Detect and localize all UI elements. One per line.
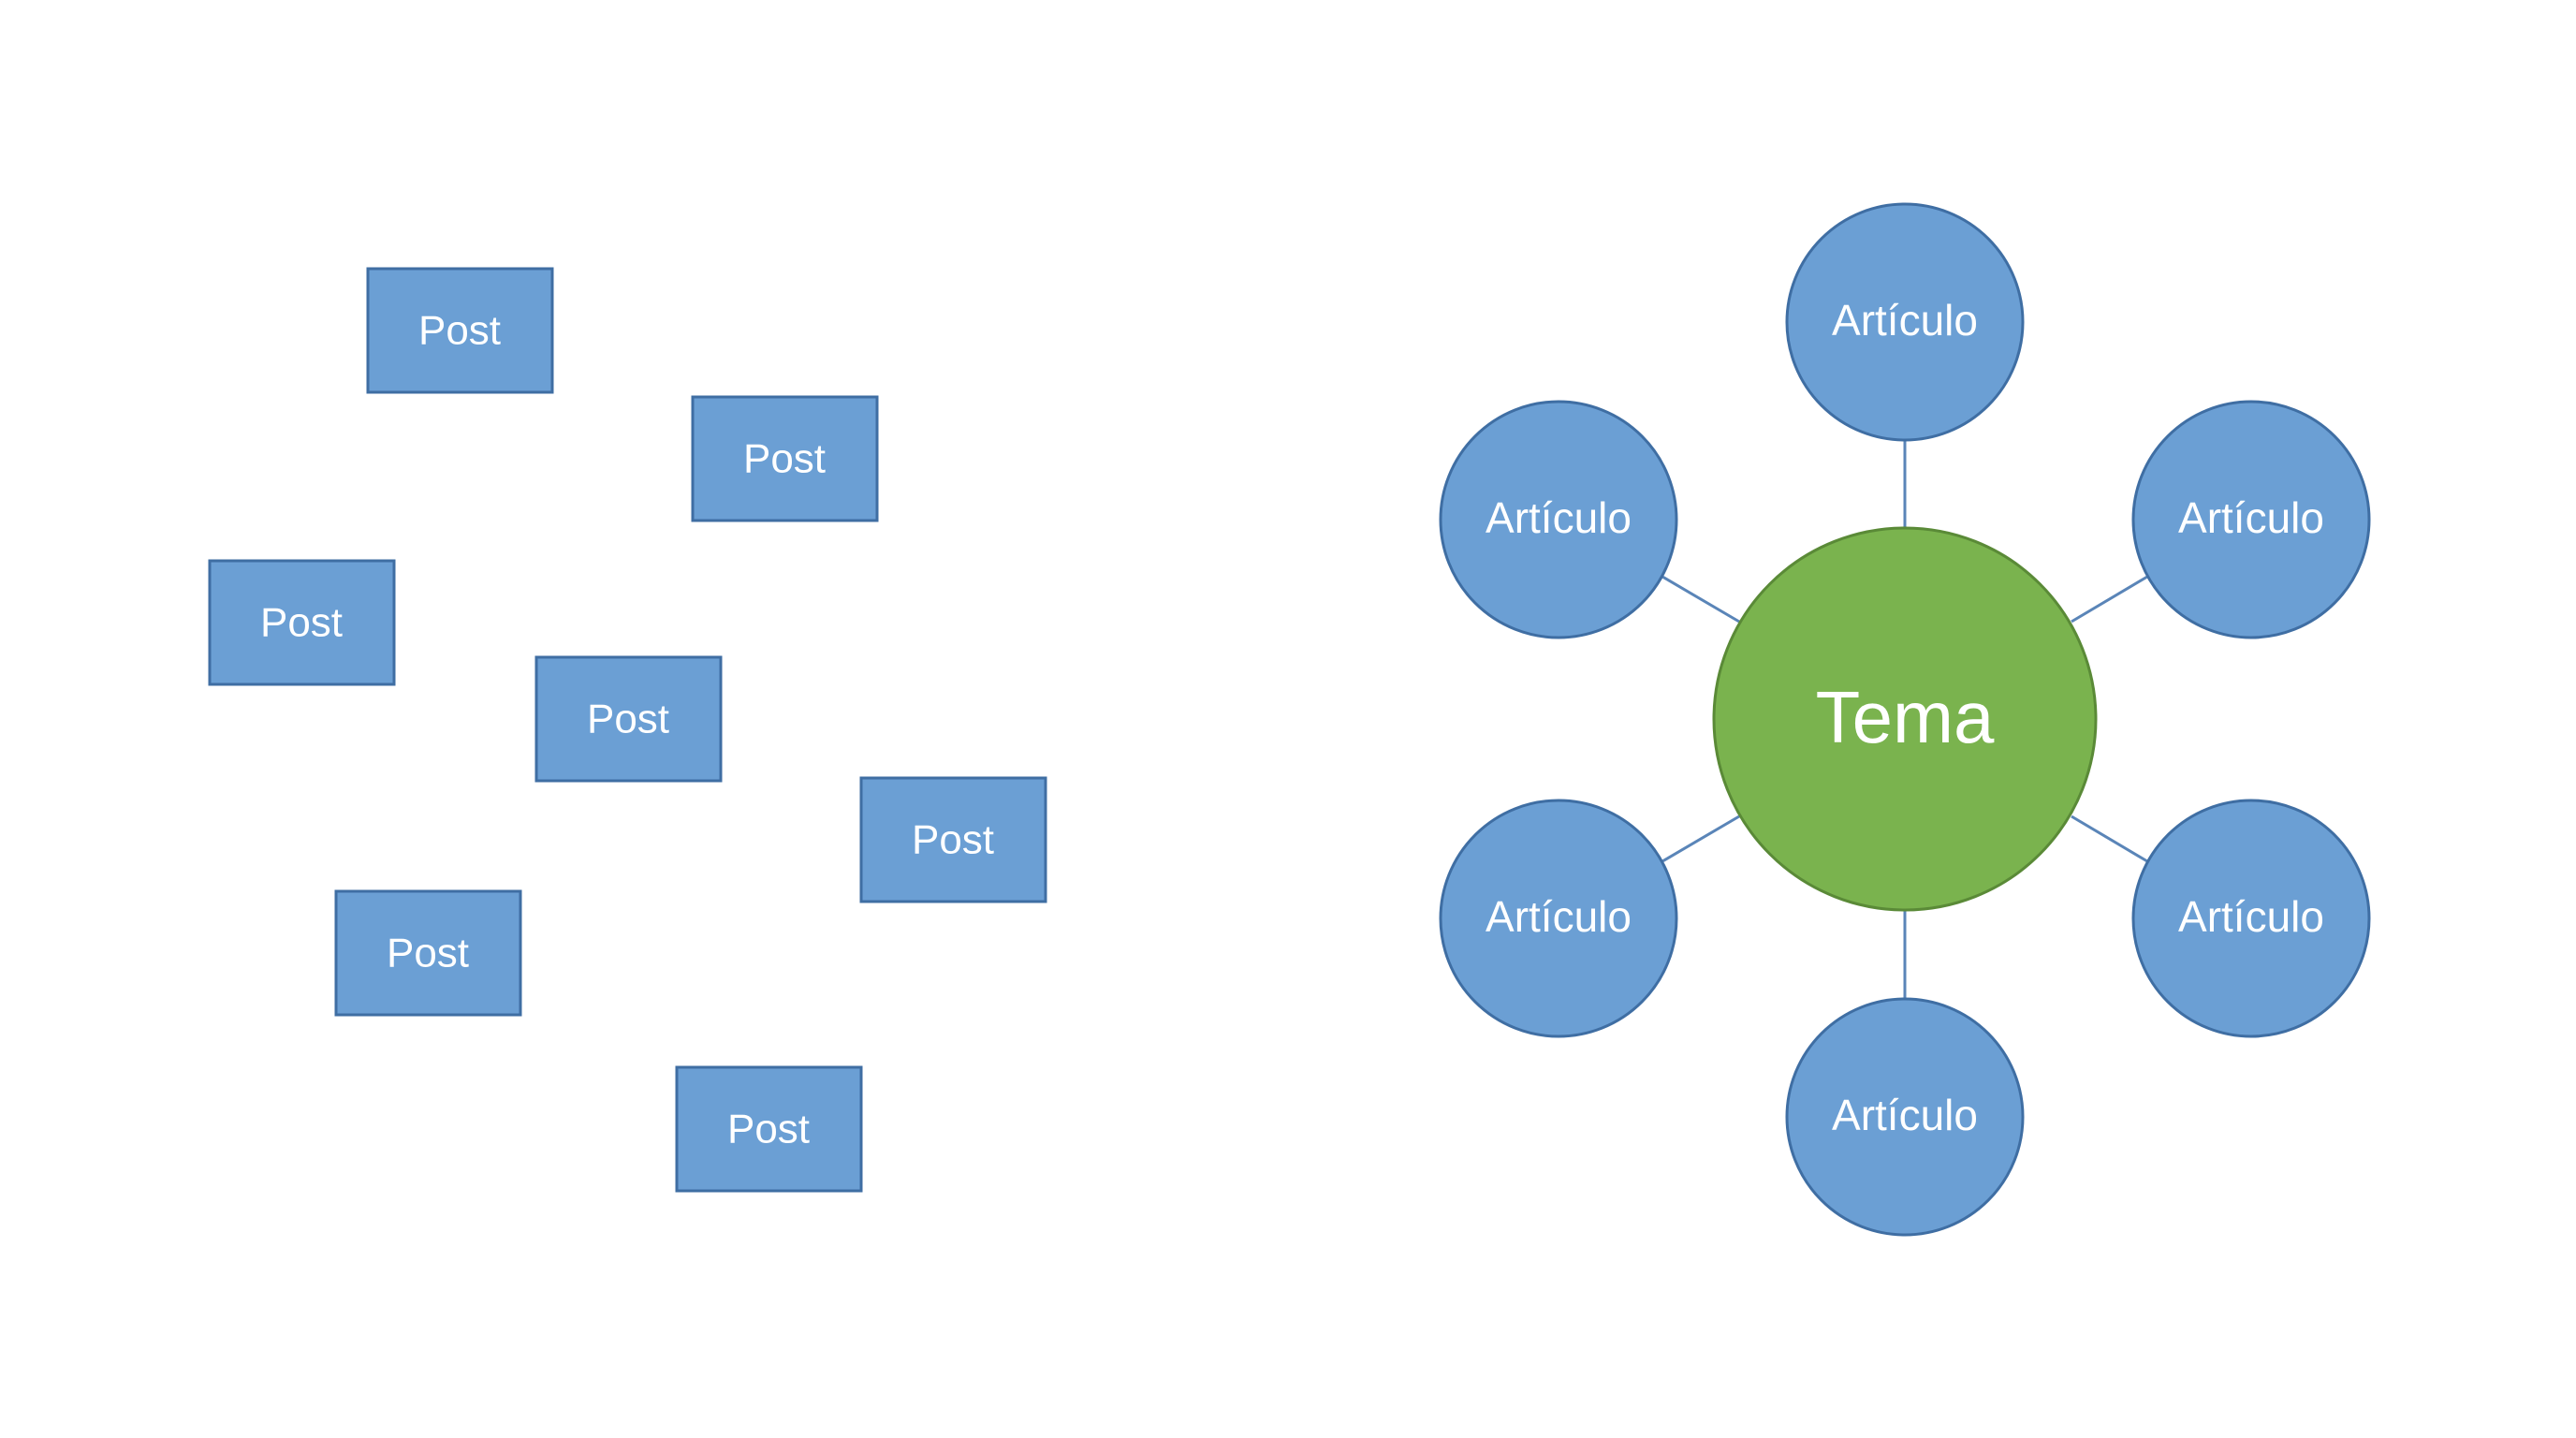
topic-center-node: Tema (1712, 526, 2098, 912)
connector-line (2071, 814, 2148, 863)
post-label: Post (260, 600, 343, 646)
post-label: Post (743, 436, 826, 482)
article-node: Artículo (2131, 400, 2371, 639)
post-box: Post (691, 395, 879, 522)
connector-line (1661, 575, 1740, 624)
article-node: Artículo (1785, 997, 2025, 1237)
post-box: Post (366, 267, 554, 394)
connector-line (2071, 575, 2148, 624)
article-node: Artículo (2131, 799, 2371, 1038)
article-label: Artículo (1832, 296, 1978, 345)
post-box: Post (675, 1065, 863, 1193)
article-label: Artículo (2178, 493, 2324, 542)
article-label: Artículo (2178, 892, 2324, 941)
post-label: Post (912, 817, 994, 863)
article-node: Artículo (1439, 799, 1678, 1038)
post-label: Post (587, 697, 669, 742)
post-box: Post (208, 559, 396, 686)
connector-lines (1661, 440, 2148, 999)
post-box: Post (859, 776, 1047, 903)
connector-line (1661, 814, 1740, 863)
post-label: Post (387, 931, 469, 976)
post-label: Post (418, 308, 501, 354)
scattered-posts-group: Post Post Post Post Post Post (208, 267, 1047, 1193)
post-box: Post (334, 889, 522, 1017)
article-label: Artículo (1486, 892, 1632, 941)
topic-hub-group: Artículo Artículo Artículo Artículo Artí… (1439, 202, 2371, 1237)
topic-center-label: Tema (1816, 676, 1995, 758)
article-label: Artículo (1832, 1091, 1978, 1139)
article-label: Artículo (1486, 493, 1632, 542)
article-node: Artículo (1785, 202, 2025, 442)
post-box: Post (534, 655, 723, 783)
post-label: Post (727, 1107, 810, 1152)
article-node: Artículo (1439, 400, 1678, 639)
